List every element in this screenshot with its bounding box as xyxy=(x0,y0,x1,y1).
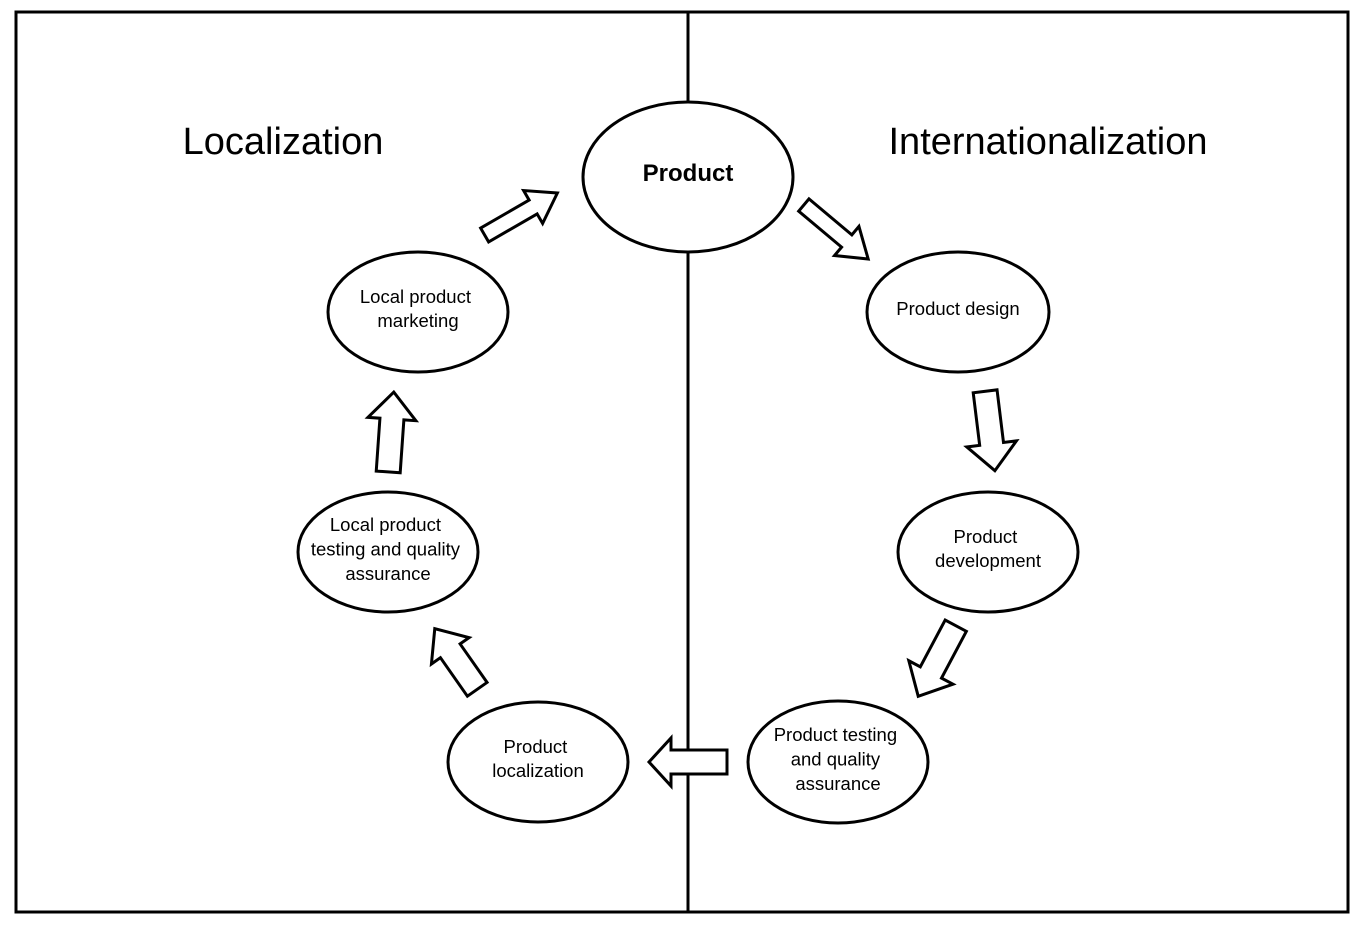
node-local-marketing-label: Local product marketing xyxy=(360,286,476,331)
arrow-localization-to-local-testing xyxy=(429,626,490,699)
section-title-internationalization: Internationalization xyxy=(889,121,1208,163)
node-product-localization-line: Product xyxy=(504,736,568,757)
node-product-testing-line: and quality xyxy=(791,749,881,770)
node-product-development: Product development xyxy=(896,490,1080,614)
node-product-testing-line: Product testing xyxy=(774,724,897,745)
node-product: Product xyxy=(581,100,795,254)
node-product-localization: Product localization xyxy=(446,700,630,824)
node-local-testing-line: testing and quality xyxy=(311,539,461,560)
arrow-design-to-development xyxy=(963,388,1020,473)
arrow-development-to-testing xyxy=(906,618,969,699)
node-product-testing-line: assurance xyxy=(795,773,880,794)
node-product-testing: Product testing and quality assurance xyxy=(746,699,930,825)
node-local-marketing-line: marketing xyxy=(377,310,458,331)
node-product-design-shape xyxy=(865,250,1051,374)
node-product-development-line: Product xyxy=(954,526,1018,547)
node-product-development-label: Product development xyxy=(935,526,1041,571)
section-title-localization: Localization xyxy=(183,121,384,163)
node-product-testing-label: Product testing and quality assurance xyxy=(774,724,903,794)
node-product-localization-shape xyxy=(446,700,630,824)
node-local-marketing: Local product marketing xyxy=(326,250,510,374)
node-local-testing: Local product testing and quality assura… xyxy=(296,490,480,614)
node-product-testing-shape xyxy=(746,699,930,825)
arrow-local-testing-to-local-marketing xyxy=(364,389,420,475)
node-product-localization-label: Product localization xyxy=(492,736,584,781)
node-product-localization-line: localization xyxy=(492,760,584,781)
node-local-testing-shape xyxy=(296,490,480,614)
arrow-testing-to-localization xyxy=(646,734,729,790)
node-product-development-line: development xyxy=(935,550,1041,571)
node-local-testing-line: Local product xyxy=(330,514,441,535)
node-product-development-shape xyxy=(896,490,1080,614)
node-product-design: Product design xyxy=(865,250,1051,374)
node-product-design-line: Product design xyxy=(896,298,1019,319)
node-product-shape xyxy=(581,100,795,254)
node-local-marketing-shape xyxy=(326,250,510,374)
node-product-design-label: Product design xyxy=(896,298,1019,319)
node-local-marketing-line: Local product xyxy=(360,286,471,307)
node-product-line: Product xyxy=(643,160,734,187)
node-product-label: Product xyxy=(643,160,734,187)
node-local-testing-label: Local product testing and quality assura… xyxy=(311,514,465,584)
node-local-testing-line: assurance xyxy=(345,563,430,584)
arrow-product-to-design xyxy=(796,196,871,261)
arrow-local-marketing-to-product xyxy=(478,188,560,244)
